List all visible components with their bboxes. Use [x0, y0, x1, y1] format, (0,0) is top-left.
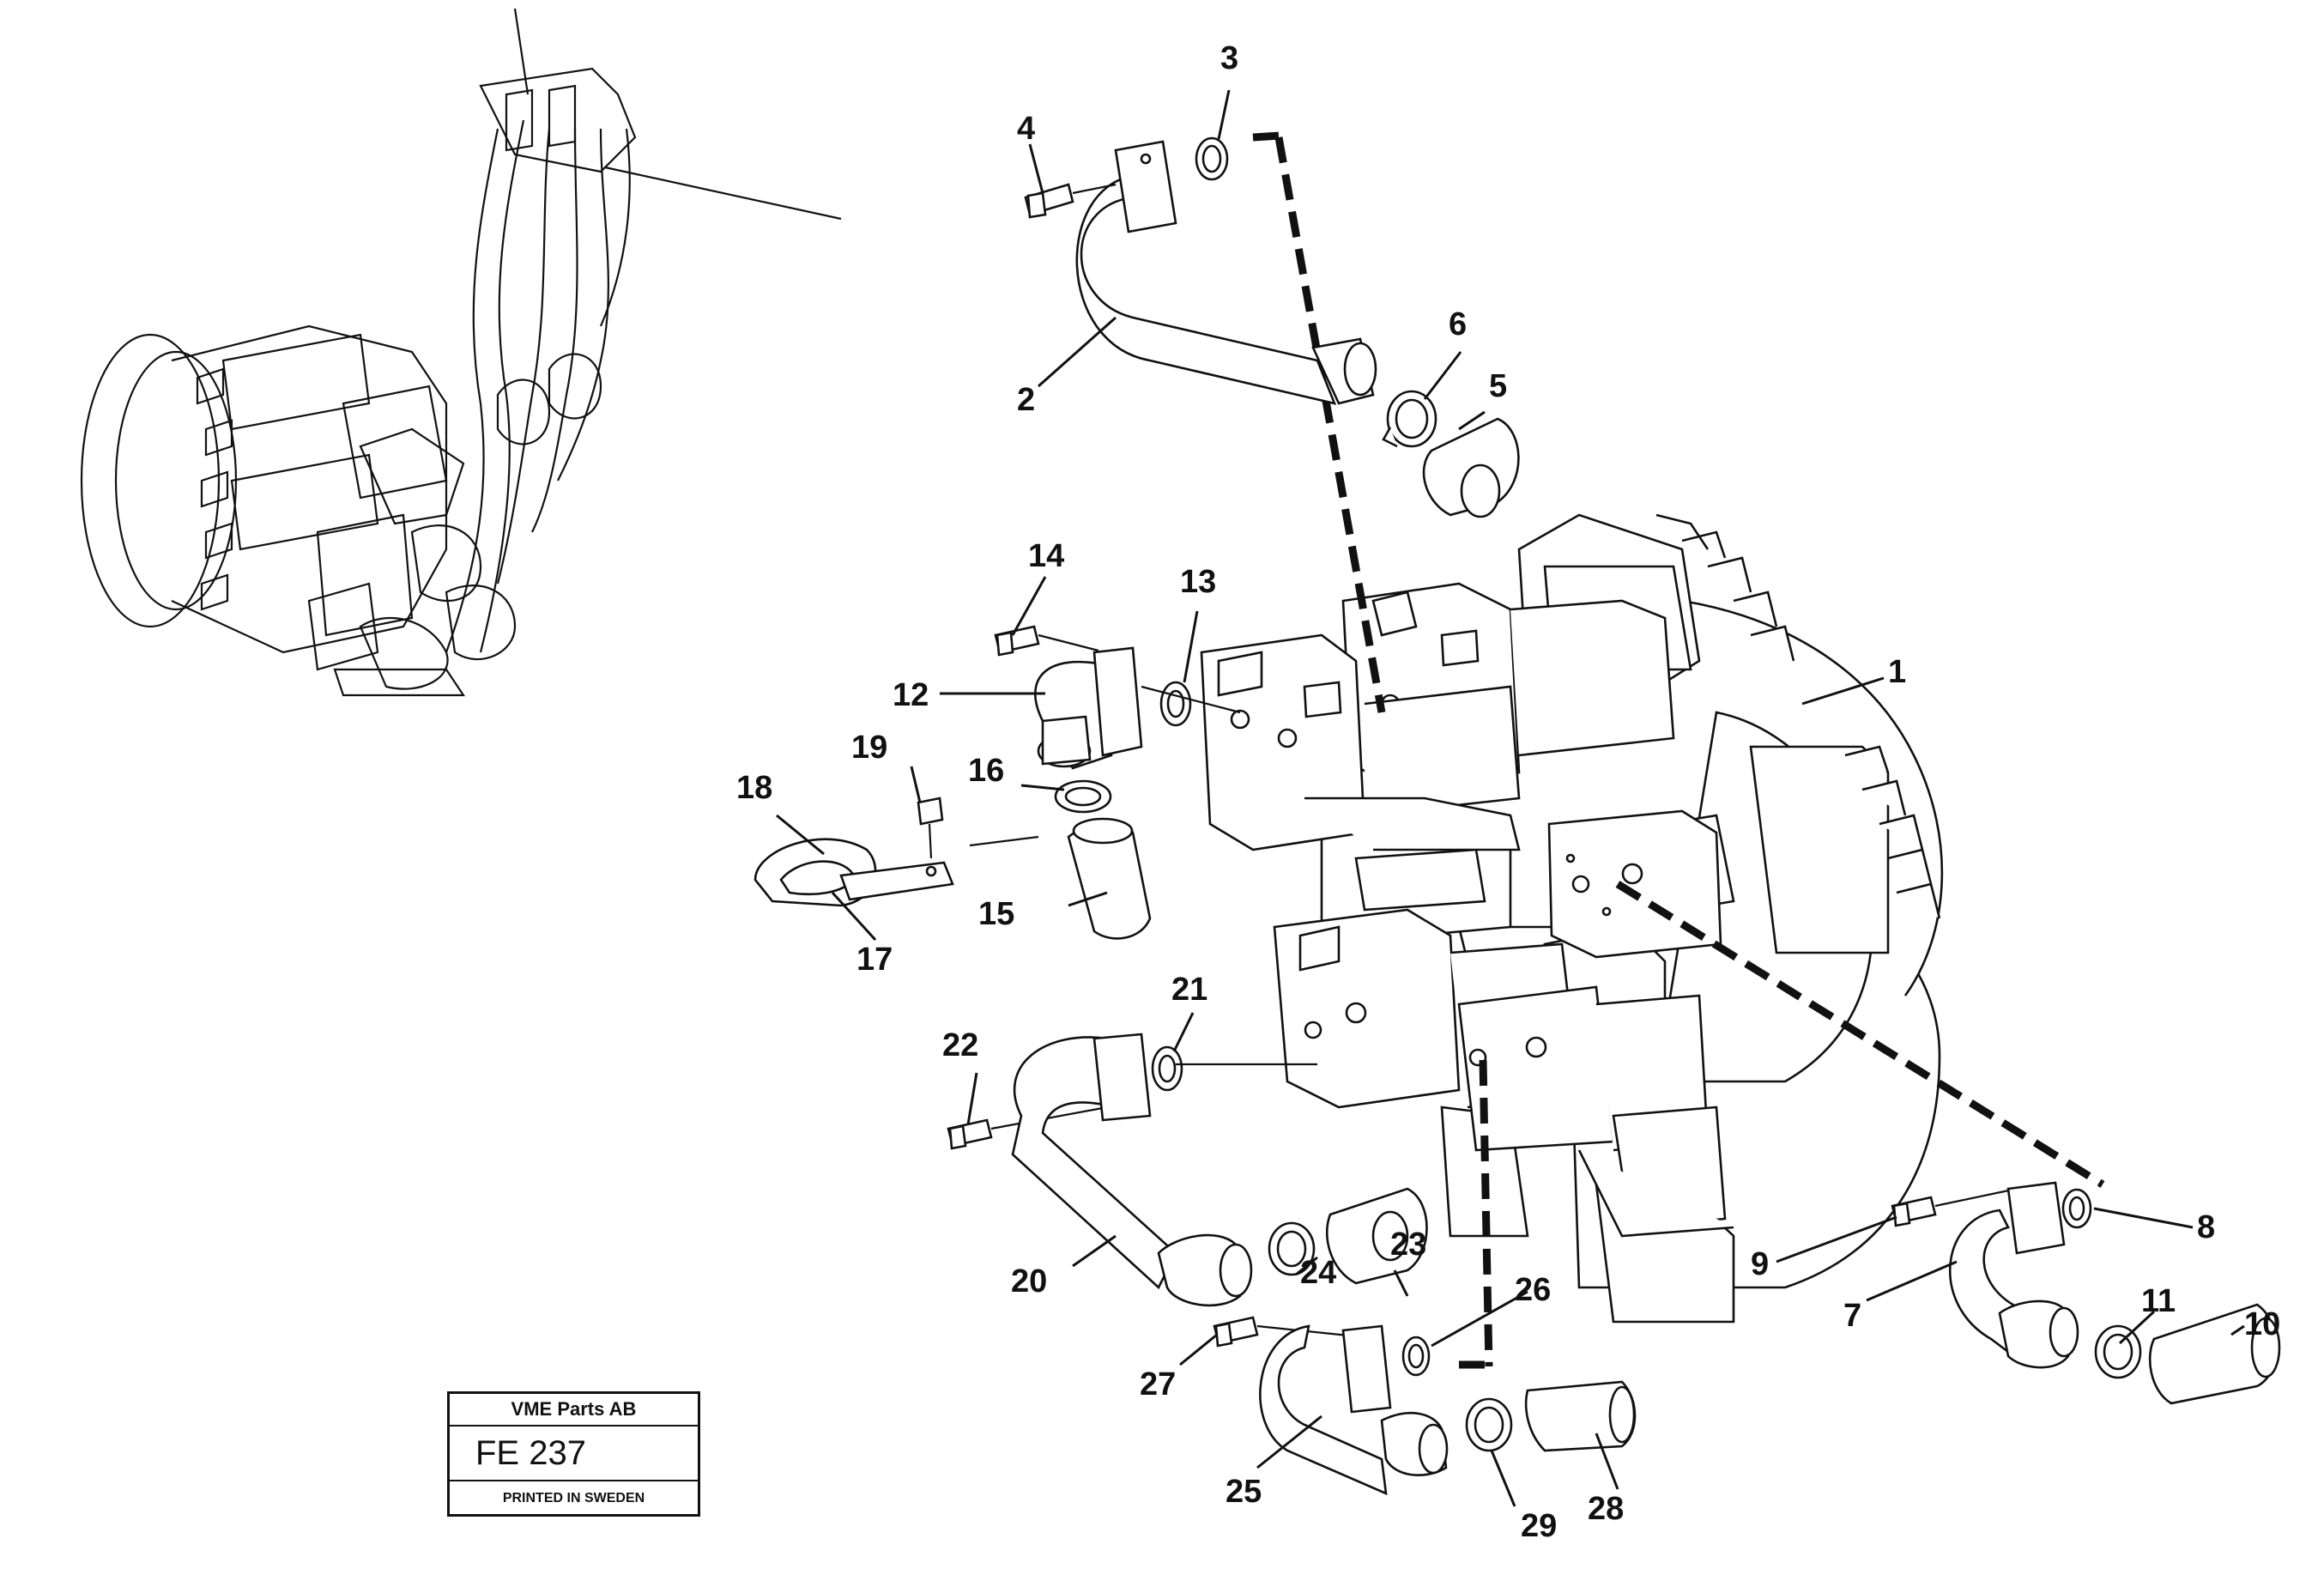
callout-12: 12 [893, 677, 929, 713]
callout-8: 8 [2197, 1209, 2215, 1245]
callout-7: 7 [1843, 1298, 1861, 1334]
part-28-hose [1524, 1380, 1637, 1452]
part-5-hose [1422, 417, 1520, 518]
callout-3: 3 [1220, 40, 1238, 76]
part-21-o-ring [1151, 1045, 1183, 1092]
callout-10: 10 [2244, 1306, 2280, 1342]
overview-machine-inset [80, 8, 842, 697]
callout-labels: 1 2 3 4 5 6 7 8 9 10 11 12 13 14 15 16 1… [736, 40, 2280, 1544]
callout-2: 2 [1017, 382, 1035, 418]
upper-pump-block [1200, 582, 1675, 851]
part-8-o-ring [2061, 1188, 2092, 1229]
callout-9: 9 [1751, 1246, 1769, 1282]
title-block-stamp: VME Parts AB FE 237 PRINTED IN SWEDEN [447, 1391, 700, 1517]
stamp-code: FE 237 [450, 1427, 698, 1481]
callout-26: 26 [1515, 1272, 1551, 1308]
part-24-clamp [1268, 1221, 1316, 1276]
callout-13: 13 [1180, 564, 1216, 600]
callout-14: 14 [1028, 538, 1064, 574]
callout-16: 16 [968, 753, 1004, 789]
part-14-bolt [994, 625, 1099, 657]
part-3-o-ring [1195, 136, 1229, 181]
stamp-company: VME Parts AB [450, 1394, 698, 1427]
callout-1: 1 [1888, 654, 1906, 690]
centre-lines [969, 131, 2105, 1369]
part-11-clamp [2094, 1324, 2142, 1379]
lower-pump-blocks [1273, 908, 1734, 1238]
part-17-18-clip [753, 838, 954, 907]
callout-17: 17 [856, 942, 893, 978]
stamp-printed: PRINTED IN SWEDEN [502, 1491, 645, 1505]
part-29-clamp [1465, 1397, 1513, 1452]
callout-22: 22 [942, 1027, 978, 1063]
part-4-bolt [1024, 183, 1117, 219]
part-15-hose [1067, 817, 1152, 940]
part-12-elbow [1034, 646, 1143, 770]
part-2-pipe [1075, 140, 1377, 405]
part-23-hose [1325, 1187, 1428, 1285]
callout-15: 15 [978, 896, 1014, 932]
part-13-o-ring [1159, 681, 1192, 727]
callout-20: 20 [1011, 1263, 1047, 1299]
leader-13 [1141, 685, 1241, 714]
part-6-clamp [1382, 390, 1437, 448]
callout-19: 19 [851, 730, 887, 766]
leader-lines [776, 89, 2245, 1507]
callout-6: 6 [1449, 306, 1467, 342]
part-10-hose [2148, 1303, 2281, 1405]
callout-25: 25 [1226, 1474, 1262, 1510]
callout-18: 18 [736, 770, 772, 806]
callout-24: 24 [1300, 1255, 1336, 1291]
part-20-pipe [1011, 1033, 1253, 1307]
callout-29: 29 [1521, 1508, 1557, 1544]
callout-11: 11 [2141, 1283, 2176, 1319]
part-7-pipe [1949, 1181, 2079, 1369]
part-25-pipe [1259, 1324, 1449, 1496]
right-pump-block [1547, 809, 1722, 959]
callout-23: 23 [1390, 1227, 1426, 1263]
callout-28: 28 [1588, 1491, 1624, 1527]
callout-4: 4 [1017, 111, 1035, 147]
part-22-bolt [947, 1106, 1108, 1150]
part-16-clamp [1054, 779, 1112, 814]
part-19-screw [917, 797, 944, 859]
callout-21: 21 [1171, 972, 1207, 1008]
part-26-o-ring [1401, 1336, 1431, 1377]
callout-5: 5 [1489, 368, 1507, 404]
callout-27: 27 [1140, 1366, 1176, 1402]
